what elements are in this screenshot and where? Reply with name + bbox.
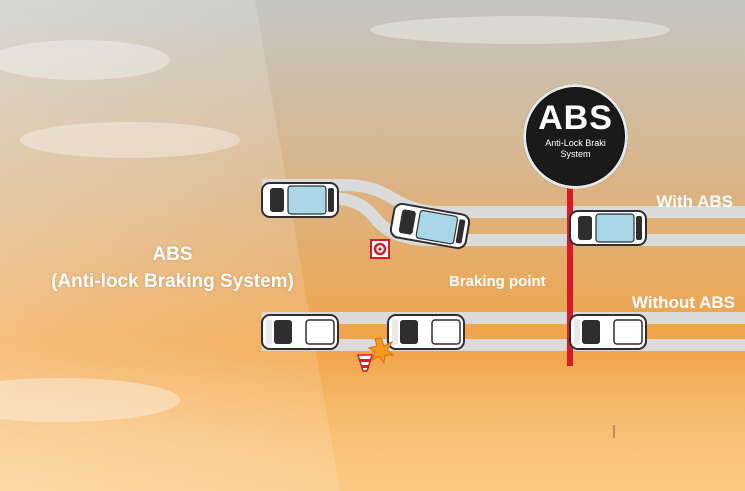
with-abs-label: With ABS xyxy=(656,192,733,211)
collision-burst-icon xyxy=(367,337,395,365)
braking-point-label: Braking point xyxy=(449,273,546,290)
diagram-title: ABS xyxy=(152,244,193,265)
badge-line-2: System xyxy=(560,149,591,159)
car-icon xyxy=(261,182,339,218)
diagram-subtitle: (Anti-lock Braking System) xyxy=(51,271,294,292)
car-icon xyxy=(569,314,647,350)
without-abs-road xyxy=(262,312,745,351)
badge-title: ABS xyxy=(538,99,613,137)
car-icon xyxy=(387,314,465,350)
traffic-cone-icon xyxy=(356,354,374,372)
obstacle-sign-icon xyxy=(370,239,390,259)
without-abs-label: Without ABS xyxy=(631,293,735,312)
braking-line xyxy=(567,183,573,366)
abs-badge-icon: ABS Anti-Lock Braki System xyxy=(523,84,628,189)
badge-line-1: Anti-Lock Braki xyxy=(545,138,606,148)
car-icon xyxy=(261,314,339,350)
car-icon xyxy=(569,210,647,246)
